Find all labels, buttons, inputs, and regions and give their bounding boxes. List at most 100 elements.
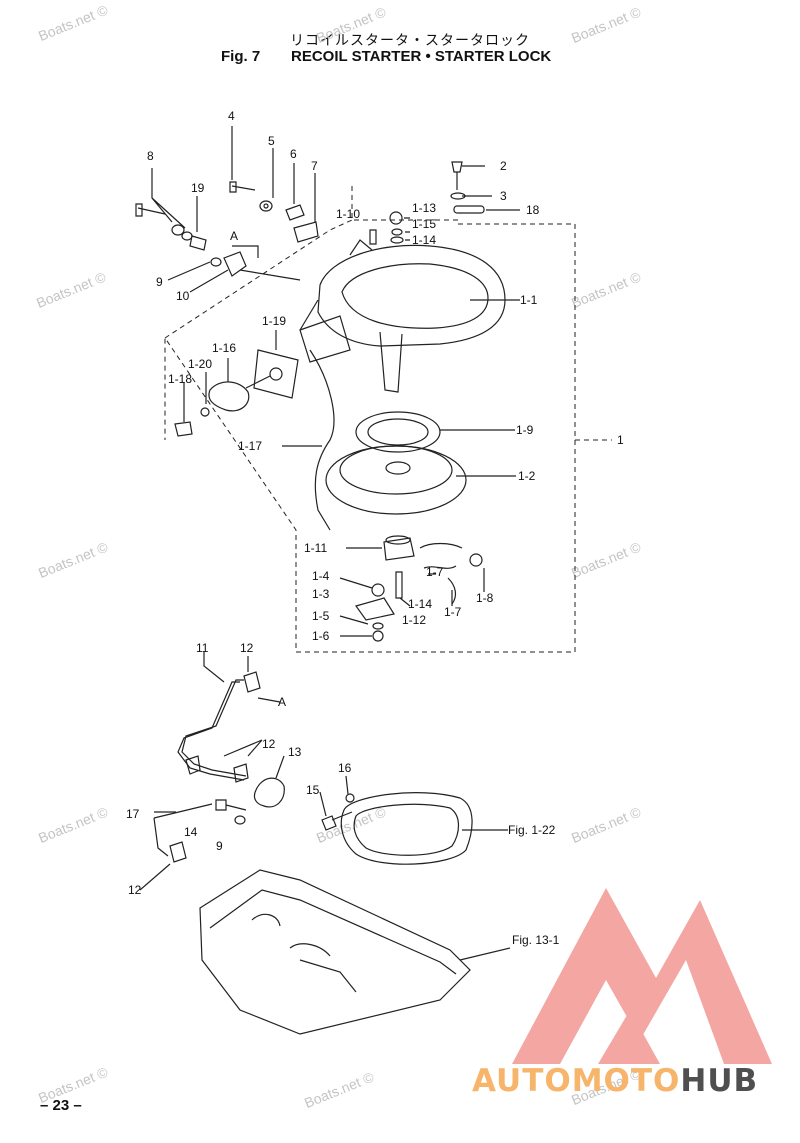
starter-housing bbox=[317, 244, 506, 347]
housing-bracket bbox=[299, 239, 373, 363]
washer-part bbox=[390, 236, 404, 244]
plate-part bbox=[453, 205, 485, 214]
bolt-14 bbox=[215, 799, 247, 811]
label-19: 19 bbox=[191, 181, 205, 195]
nut-part bbox=[371, 583, 385, 597]
leader-line bbox=[440, 429, 516, 477]
leader-line bbox=[459, 947, 511, 961]
clip-part bbox=[293, 221, 319, 243]
lock-lever bbox=[208, 381, 250, 412]
housing-arm bbox=[379, 331, 403, 393]
clip-12 bbox=[185, 755, 201, 775]
label-1-10: 1-10 bbox=[336, 207, 360, 221]
label-17: 17 bbox=[126, 807, 140, 821]
ratchet-plate bbox=[355, 597, 395, 621]
ratchet-pawl bbox=[469, 553, 483, 567]
label-12-b: 12 bbox=[262, 737, 276, 751]
cowling-detail bbox=[251, 913, 357, 993]
label-1-1: 1-1 bbox=[520, 293, 538, 307]
starter-rope bbox=[309, 349, 335, 531]
washer-part bbox=[391, 228, 403, 236]
label-13: 13 bbox=[288, 745, 302, 759]
lock-rod-17 bbox=[153, 803, 213, 857]
starter-ring bbox=[340, 792, 473, 865]
leader-line bbox=[404, 217, 410, 241]
label-1-2: 1-2 bbox=[518, 469, 536, 483]
automotohub-logo-text: AUTOMOTOHUB bbox=[472, 1063, 758, 1099]
label-1-9: 1-9 bbox=[516, 423, 534, 437]
clip-12 bbox=[243, 671, 261, 693]
label-1-18: 1-18 bbox=[168, 372, 192, 386]
washer-part bbox=[263, 203, 269, 209]
label-1-17: 1-17 bbox=[238, 439, 262, 453]
figure-number: Fig. 7 bbox=[221, 48, 261, 65]
label-1-3: 1-3 bbox=[312, 587, 330, 601]
washer-part bbox=[210, 257, 222, 267]
label-5: 5 bbox=[268, 134, 275, 148]
label-1-19: 1-19 bbox=[262, 314, 286, 328]
label-1-4: 1-4 bbox=[312, 569, 330, 583]
bracket-part bbox=[223, 251, 247, 277]
bushing-part bbox=[285, 204, 305, 221]
spring-part bbox=[200, 407, 210, 417]
lock-rod-11 bbox=[177, 681, 245, 781]
page-number: – 23 – bbox=[40, 1097, 82, 1114]
leader-line bbox=[462, 165, 520, 211]
arrow-a bbox=[232, 245, 301, 281]
clip-12 bbox=[169, 841, 187, 863]
drive-pulley bbox=[383, 537, 415, 561]
automotohub-logo-mark bbox=[512, 888, 772, 1064]
leader-line bbox=[231, 126, 316, 222]
lock-lever-13 bbox=[253, 777, 285, 808]
bolt-16 bbox=[345, 793, 355, 803]
label-1-7-b: 1-7 bbox=[444, 605, 462, 619]
washer-part bbox=[259, 200, 273, 212]
leader-line bbox=[339, 577, 411, 637]
label-3: 3 bbox=[500, 189, 507, 203]
leader-line bbox=[183, 330, 277, 422]
assembly-outline bbox=[164, 186, 576, 653]
label-1-7: 1-7 bbox=[426, 565, 444, 579]
ratchet-spring bbox=[447, 577, 457, 605]
leader-line bbox=[346, 547, 485, 606]
logo-text-part1: AUTOMOTO bbox=[472, 1063, 681, 1099]
lock-plate-hole bbox=[269, 367, 283, 381]
bolt-part bbox=[135, 203, 166, 217]
reel-hub bbox=[385, 461, 411, 475]
pin-part bbox=[369, 229, 377, 245]
label-15: 15 bbox=[306, 783, 320, 797]
label-1-6: 1-6 bbox=[312, 629, 330, 643]
lock-rod bbox=[245, 375, 271, 389]
nut-part bbox=[389, 211, 403, 225]
label-fig-13-1: Fig. 13-1 bbox=[512, 933, 560, 947]
label-18: 18 bbox=[526, 203, 540, 217]
japanese-title: リコイルスタータ・スタータロック bbox=[290, 33, 530, 49]
label-1-20: 1-20 bbox=[188, 357, 212, 371]
label-1-11: 1-11 bbox=[304, 541, 327, 555]
label-2: 2 bbox=[500, 159, 507, 173]
leader-line bbox=[319, 775, 508, 831]
lock-rod-11 bbox=[181, 679, 247, 777]
label-9: 9 bbox=[156, 275, 163, 289]
label-8: 8 bbox=[147, 149, 154, 163]
recoil-spring bbox=[367, 418, 429, 446]
housing-inner bbox=[341, 263, 489, 329]
label-a: A bbox=[230, 229, 238, 243]
label-1-14-b: 1-14 bbox=[408, 597, 432, 611]
center-bolt bbox=[395, 571, 403, 599]
starter-reel bbox=[325, 445, 467, 515]
label-fig-1-22: Fig. 1-22 bbox=[508, 823, 556, 837]
label-16: 16 bbox=[338, 761, 352, 775]
label-12: 12 bbox=[240, 641, 254, 655]
bottom-cowling bbox=[209, 889, 457, 975]
lock-cam bbox=[174, 421, 193, 437]
label-6: 6 bbox=[290, 147, 297, 161]
washer-part bbox=[372, 622, 384, 630]
clip-12 bbox=[233, 763, 249, 783]
starter-reel bbox=[339, 445, 453, 495]
bottom-cowling bbox=[199, 869, 471, 1035]
bolt-part bbox=[451, 161, 463, 190]
label-1-8: 1-8 bbox=[476, 591, 494, 605]
bolt-15 bbox=[321, 811, 353, 831]
